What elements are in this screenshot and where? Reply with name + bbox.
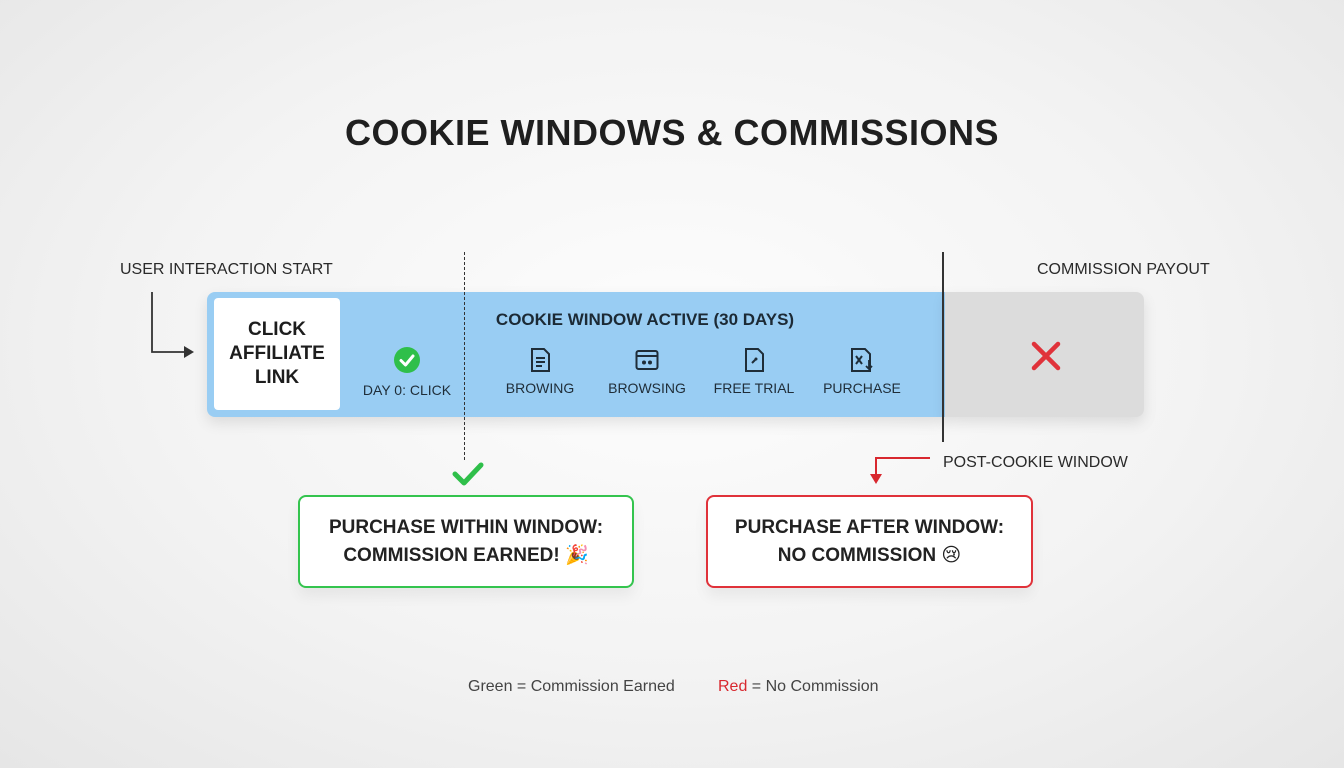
window-end-line	[942, 252, 944, 442]
browser-window-icon	[635, 350, 659, 370]
result-line: PURCHASE WITHIN WINDOW:	[328, 516, 604, 538]
step-label: PURCHASE	[823, 380, 901, 396]
no-commission-box: PURCHASE AFTER WINDOW: NO COMMISSION 😢	[706, 495, 1033, 588]
click-box-line: CLICK	[247, 319, 307, 340]
no-commission-x-icon	[1031, 341, 1061, 371]
result-line: COMMISSION EARNED! 🎉	[343, 544, 589, 566]
check-circle-icon	[394, 347, 420, 373]
step-label: BROWING	[505, 380, 575, 396]
legend-red-word: Red	[718, 678, 748, 695]
legend-red-text: = No Commission	[747, 678, 879, 695]
step-purchase: PURCHASE	[802, 348, 922, 396]
step-label: FREE TRIAL	[713, 380, 795, 396]
step-label: BROWSING	[608, 380, 686, 396]
window-start-dashed-line	[464, 252, 465, 460]
post-cookie-window-label: POST-COOKIE WINDOW	[943, 454, 1128, 471]
step-label: DAY 0: CLICK	[362, 382, 452, 398]
commission-earned-box: PURCHASE WITHIN WINDOW: COMMISSION EARNE…	[298, 495, 634, 588]
click-affiliate-link-box: CLICK AFFILIATE LINK	[214, 298, 340, 410]
start-arrow-icon	[151, 292, 194, 358]
commission-payout-label: COMMISSION PAYOUT	[1037, 261, 1210, 278]
result-line: NO COMMISSION 😢	[777, 544, 962, 566]
click-box-line: LINK	[254, 367, 300, 388]
step-browsing: BROWSING	[587, 348, 707, 396]
step-browing: BROWING	[480, 348, 600, 396]
step-day0: DAY 0: CLICK	[347, 346, 467, 398]
legend-red: Red = No Commission	[718, 678, 879, 696]
red-arrow-icon	[870, 457, 930, 484]
purchase-document-icon	[851, 348, 873, 372]
trial-document-icon	[745, 348, 764, 372]
cookie-window-active-title: COOKIE WINDOW ACTIVE (30 DAYS)	[495, 310, 795, 329]
legend-green: Green = Commission Earned	[468, 678, 675, 695]
document-icon	[531, 348, 550, 372]
green-check-icon	[452, 462, 484, 486]
result-line: PURCHASE AFTER WINDOW:	[734, 516, 1005, 538]
page-title: COOKIE WINDOWS & COMMISSIONS	[344, 112, 999, 153]
user-interaction-start-label: USER INTERACTION START	[120, 261, 333, 278]
click-box-line: AFFILIATE	[229, 343, 325, 364]
step-free-trial: FREE TRIAL	[694, 348, 814, 396]
